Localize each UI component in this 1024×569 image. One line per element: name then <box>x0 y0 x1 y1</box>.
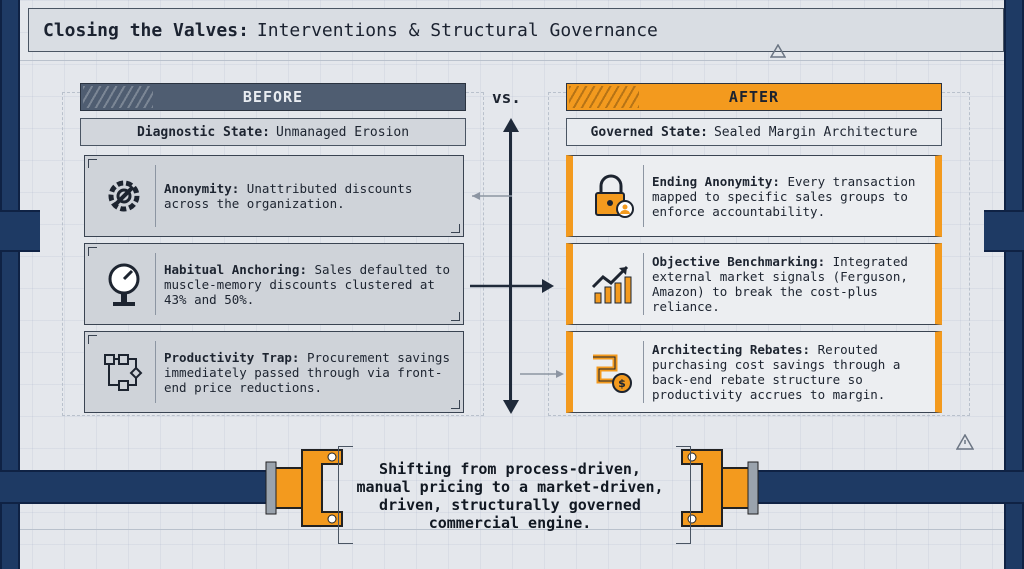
after-card-2-text: Integrated external market signals (Ferg… <box>652 254 908 314</box>
warning-icon <box>770 44 786 58</box>
lock-user-icon <box>581 165 644 227</box>
after-card-1-text: Every transaction mapped to specific sal… <box>652 173 916 219</box>
bottom-right-pipe <box>734 470 1024 504</box>
footer-line-1: Shifting from process-driven, <box>379 460 641 478</box>
connector-arrows-icon <box>470 192 564 378</box>
footer-line-4: commercial engine. <box>428 514 592 532</box>
right-valve-icon <box>681 449 759 527</box>
left-pipe-joint <box>0 210 40 252</box>
after-card-benchmarking: Objective Benchmarking: Integrated exter… <box>566 243 942 325</box>
before-card-3-text: Procurement savings immediately passed t… <box>164 349 450 395</box>
before-card-1-title: Anonymity: <box>164 181 240 196</box>
before-card-2-title: Habitual Anchoring: <box>164 261 307 277</box>
after-card-ending-anonymity: Ending Anonymity: Every transaction mapp… <box>566 155 942 237</box>
after-state: Governed State: Sealed Margin Architectu… <box>566 118 942 146</box>
right-pipe-joint <box>984 210 1024 252</box>
bottom-left-pipe <box>0 470 290 504</box>
gear-wrench-icon <box>93 165 156 227</box>
axis-arrows-icon <box>503 118 519 414</box>
after-state-label: Governed State: <box>590 124 708 140</box>
before-header-label: BEFORE <box>242 88 304 106</box>
left-valve-icon <box>265 449 343 527</box>
footer-bracket-right <box>676 446 691 544</box>
title-bold: Closing the Valves: <box>43 19 249 41</box>
after-card-1-title: Ending Anonymity: <box>652 173 780 189</box>
footer-line-3: driven, structurally governed <box>379 496 641 514</box>
flowchart-icon <box>93 341 156 403</box>
after-card-rebates: $ Architecting Rebates: Rerouted purchas… <box>566 331 942 413</box>
after-card-3-title: Architecting Rebates: <box>652 342 811 357</box>
title-rest: Interventions & Structural Governance <box>256 19 658 41</box>
pipe-dollar-icon: $ <box>581 341 644 403</box>
before-card-3-title: Productivity Trap: <box>164 349 300 365</box>
before-state-value: Unmanaged Erosion <box>276 124 410 140</box>
pressure-gauge-icon <box>93 253 156 315</box>
svg-text:$: $ <box>618 377 626 390</box>
right-pipe-vertical <box>1004 0 1024 569</box>
after-card-3-text: Rerouted purchasing cost savings through… <box>652 342 901 402</box>
left-pipe-vertical <box>0 0 20 569</box>
after-state-value: Sealed Margin Architecture <box>713 124 918 140</box>
title-bar: Closing the Valves: Interventions & Stru… <box>28 8 1004 52</box>
footer-bracket-left <box>338 446 353 544</box>
before-card-2-text: Sales defaulted to muscle-memory discoun… <box>164 261 450 307</box>
before-card-productivity: Productivity Trap: Procurement savings i… <box>84 331 464 413</box>
before-card-anonymity: Anonymity: Unattributed discounts across… <box>84 155 464 237</box>
footer-line-2: manual pricing to a market-driven, <box>356 478 664 496</box>
before-header: BEFORE <box>80 83 466 111</box>
after-header-label: AFTER <box>728 88 780 106</box>
warning-icon <box>956 434 974 450</box>
after-card-2-title: Objective Benchmarking: <box>652 254 826 269</box>
before-state: Diagnostic State: Unmanaged Erosion <box>80 118 466 146</box>
after-header: AFTER <box>566 83 942 111</box>
before-card-1-text: Unattributed discounts across the organi… <box>164 181 413 211</box>
vs-label: vs. <box>492 88 521 107</box>
before-state-label: Diagnostic State: <box>136 124 270 140</box>
footer-statement: Shifting from process-driven, manual pri… <box>340 460 680 532</box>
center-axis <box>509 128 512 406</box>
trend-chart-icon <box>581 253 644 315</box>
before-card-anchoring: Habitual Anchoring: Sales defaulted to m… <box>84 243 464 325</box>
